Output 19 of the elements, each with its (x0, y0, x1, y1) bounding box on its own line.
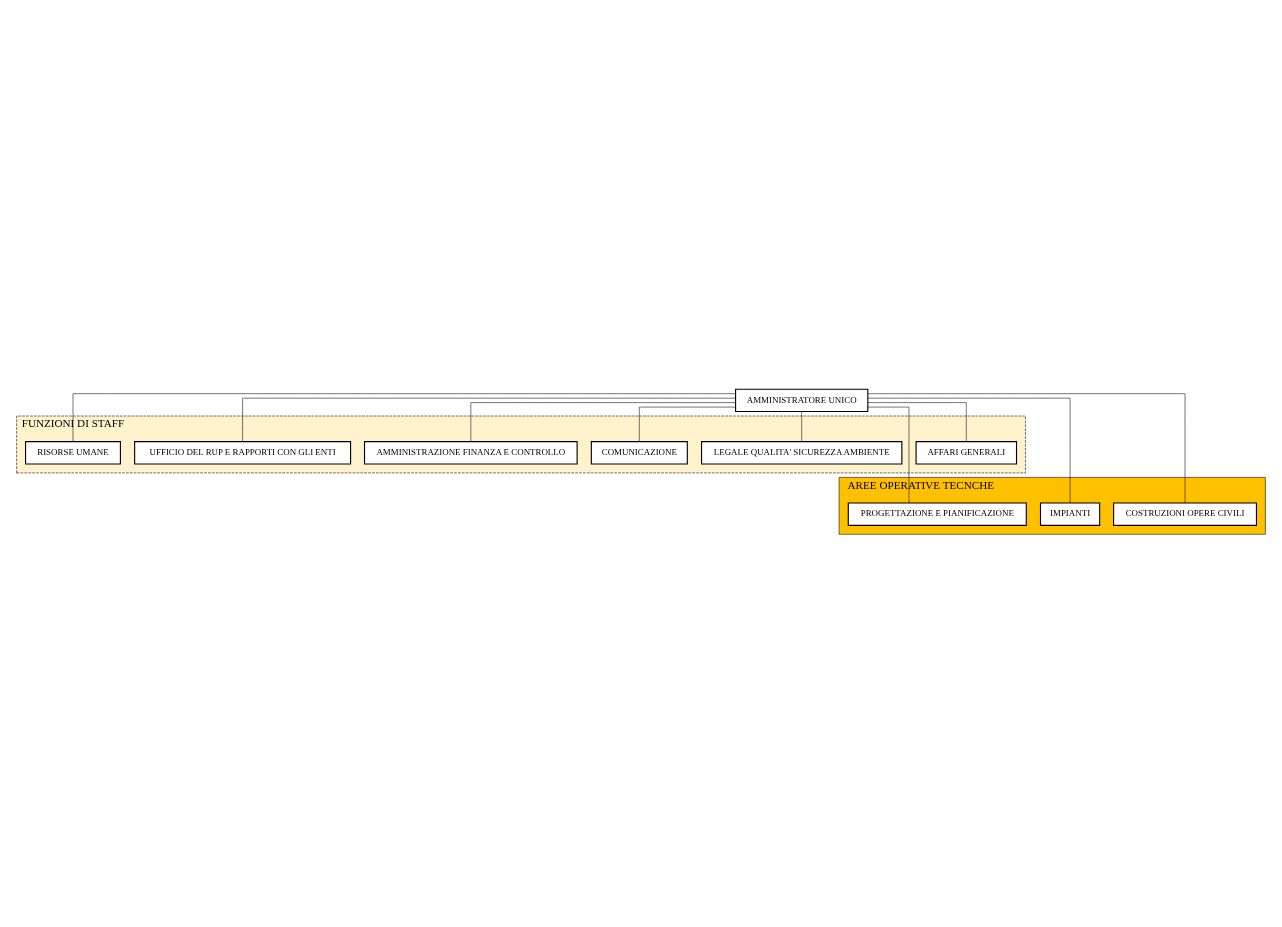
connector (470, 401, 736, 442)
connector (72, 392, 736, 442)
node-box: AMMINISTRATORE UNICO (735, 388, 869, 412)
node-box: AMMINISTRAZIONE FINANZA E CONTROLLO (363, 440, 578, 465)
connector (242, 397, 736, 442)
node-box: COMUNICAZIONE (590, 440, 688, 465)
node-box: LEGALE QUALITA' SICUREZZA AMBIENTE (701, 440, 903, 465)
connector (867, 401, 967, 442)
connector (867, 406, 910, 503)
node-box: AFFARI GENERALI (915, 440, 1018, 465)
node-box: COSTRUZIONI OPERE CIVILI (1113, 502, 1257, 526)
connector (801, 411, 802, 442)
node-box: IMPIANTI (1039, 502, 1101, 526)
node-box: RISORSE UMANE (25, 440, 121, 465)
node-box: PROGETTAZIONE E PIANIFICAZIONE (847, 502, 1027, 526)
connector (639, 406, 736, 442)
node-box: UFFICIO DEL RUP E RAPPORTI CON GLI ENTI (134, 440, 352, 465)
connector (867, 392, 1186, 503)
connector (867, 397, 1071, 503)
